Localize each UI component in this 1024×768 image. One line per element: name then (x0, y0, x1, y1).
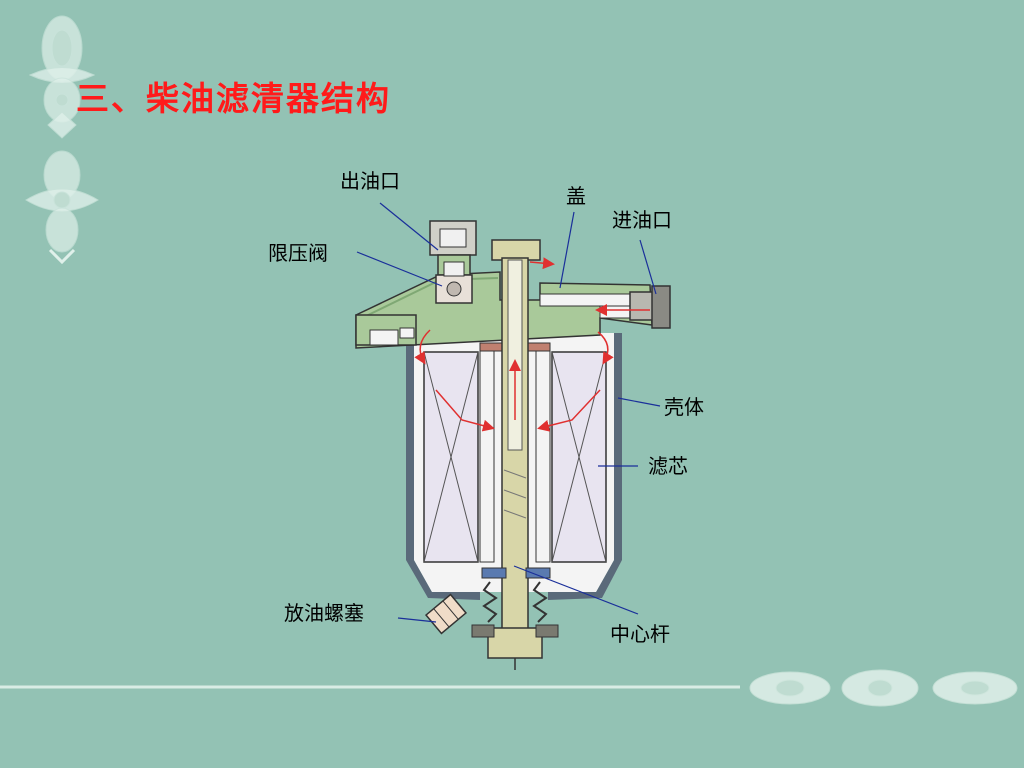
relief-valve (435, 261, 473, 304)
label-relief-valve: 限压阀 (268, 241, 328, 265)
cover-nut (491, 239, 541, 261)
label-outlet: 出油口 (340, 169, 400, 193)
leader-lines (356, 202, 661, 623)
left-ornament-top-icon (28, 15, 96, 139)
flow-arrows (414, 257, 650, 432)
center-tube (479, 342, 551, 563)
label-cover: 盖 (566, 184, 586, 208)
filter-element-left (423, 351, 479, 563)
label-inlet: 进油口 (612, 208, 672, 232)
drain-plug (424, 593, 468, 635)
label-filter-element: 滤芯 (648, 454, 688, 478)
inlet-fitting (629, 285, 671, 329)
bottom-seal (471, 567, 559, 638)
bottom-ornament-icon (749, 669, 1018, 707)
slide-title: 三、柴油滤清器结构 (76, 79, 391, 118)
label-housing: 壳体 (664, 395, 704, 419)
filter-element-right (551, 351, 607, 563)
label-drain-plug: 放油螺塞 (284, 601, 364, 625)
label-center-rod: 中心杆 (610, 622, 670, 646)
left-ornament-bottom-icon (25, 150, 99, 265)
